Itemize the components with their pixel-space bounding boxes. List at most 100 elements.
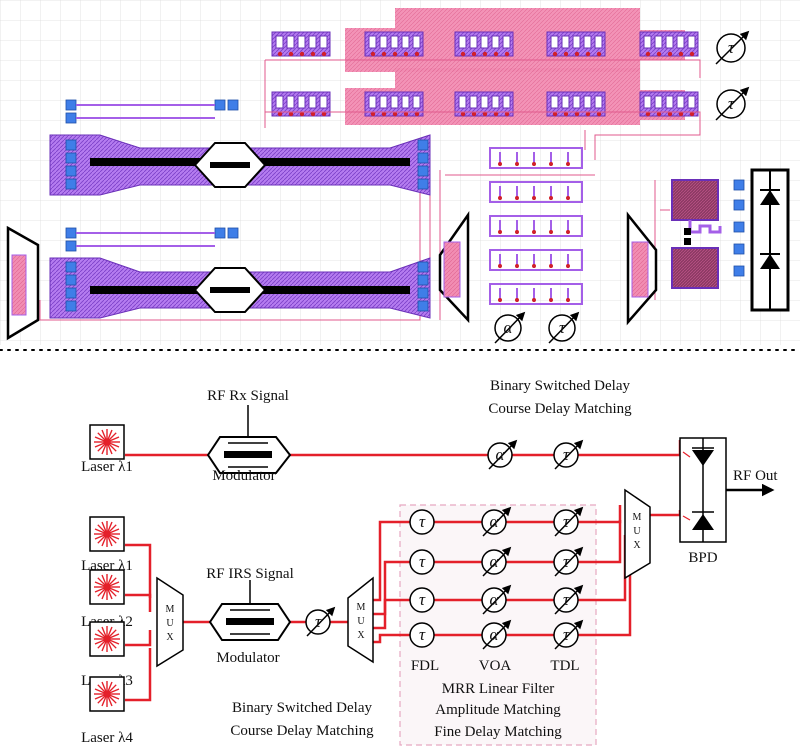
rf-rx-signal-label: RF Rx Signal: [207, 388, 289, 404]
bond-pad: [417, 274, 429, 286]
modulator-layout-2: [49, 257, 431, 319]
svg-text:M: M: [633, 512, 642, 523]
bond-pad: [65, 261, 77, 273]
bond-pad: [417, 165, 429, 177]
bond-pad: [65, 165, 77, 177]
mux-input: M U X: [156, 576, 184, 668]
tdl-label: TDL: [550, 658, 579, 674]
bond-pad: [65, 99, 77, 111]
mrr-cell: [271, 91, 331, 117]
course-delay-label-top: Course Delay Matching: [488, 401, 632, 417]
svg-text:α: α: [496, 445, 506, 464]
mrr-cell: [546, 91, 606, 117]
bond-pads: [65, 99, 745, 312]
center-mux-right-layout: [626, 211, 658, 326]
svg-text:τ: τ: [559, 318, 566, 337]
binary-switched-label-top: Binary Switched Delay: [490, 378, 630, 394]
mrr-amp-label: Amplitude Matching: [435, 702, 561, 718]
mrr-cell: [546, 31, 606, 57]
delay-line-column: [489, 147, 583, 305]
svg-text:X: X: [633, 540, 641, 551]
laser: Laser λ1: [81, 424, 133, 475]
rf-out-arrow: RF Out: [726, 468, 778, 497]
laser: Laser λ2: [81, 569, 133, 630]
delay-line: [489, 283, 583, 305]
svg-text:U: U: [357, 616, 365, 627]
laser-label: Laser λ4: [81, 730, 133, 746]
svg-text:α: α: [490, 625, 500, 644]
svg-text:τ: τ: [419, 625, 426, 644]
bond-pad: [65, 139, 77, 151]
layout-tdl-icon: τ: [548, 311, 580, 344]
mrr-fine-label: Fine Delay Matching: [434, 724, 562, 740]
demux-center: M U X: [347, 576, 374, 664]
course-delay-label-bottom: Course Delay Matching: [230, 723, 374, 739]
bond-pad: [733, 221, 745, 233]
rx-voa-icon: α: [487, 439, 518, 470]
bpd-layout: [671, 168, 790, 312]
mrr-cell: [364, 31, 424, 57]
irs-tdl-icon: τ: [305, 606, 336, 637]
modulator-rx-label: Modulator: [212, 468, 275, 484]
svg-text:τ: τ: [419, 552, 426, 571]
bond-pad: [214, 99, 226, 111]
bond-pad: [417, 287, 429, 299]
bond-pad: [417, 300, 429, 312]
modulator-irs: RF IRS Signal Modulator: [206, 566, 294, 666]
svg-text:τ: τ: [728, 38, 735, 57]
delay-line: [489, 215, 583, 237]
mrr-cell: [454, 91, 514, 117]
bond-pad: [65, 152, 77, 164]
layout-voa-icon: α: [494, 311, 526, 344]
svg-text:τ: τ: [315, 612, 322, 631]
chip-layout: τ τ: [0, 0, 800, 345]
bond-pad: [65, 240, 77, 252]
bond-pad: [65, 287, 77, 299]
svg-text:X: X: [166, 632, 174, 643]
laser-label: Laser λ1: [81, 459, 133, 475]
modulator-irs-label: Modulator: [216, 650, 279, 666]
svg-text:α: α: [504, 318, 514, 337]
svg-text:X: X: [357, 630, 365, 641]
rx-tdl-icon: τ: [553, 439, 584, 470]
bond-pad: [65, 178, 77, 190]
bpd: BPD: [679, 437, 727, 566]
mrr-bank-rows: [271, 31, 699, 117]
bond-pad: [733, 199, 745, 211]
bond-pad: [417, 152, 429, 164]
voa-label: VOA: [479, 658, 512, 674]
tunable-delay-icon-2: τ: [715, 86, 750, 121]
mrr-cell: [639, 91, 699, 117]
modulator-layout-1: [49, 134, 431, 196]
bond-pad: [65, 300, 77, 312]
bond-pad: [214, 227, 226, 239]
bond-pad: [227, 99, 239, 111]
svg-text:α: α: [490, 512, 500, 531]
tunable-delay-icon-1: τ: [715, 30, 750, 65]
bond-pad: [65, 227, 77, 239]
bond-pad: [733, 265, 745, 277]
mrr-cell: [639, 31, 699, 57]
svg-text:M: M: [166, 604, 175, 615]
bond-pad: [417, 261, 429, 273]
delay-line: [489, 147, 583, 169]
svg-text:τ: τ: [563, 445, 570, 464]
left-mux-layout: [6, 225, 40, 341]
bpd-label: BPD: [688, 550, 717, 566]
bond-pad: [733, 243, 745, 255]
binary-switched-label-bottom: Binary Switched Delay: [232, 700, 372, 716]
svg-text:U: U: [166, 618, 174, 629]
svg-text:τ: τ: [563, 552, 570, 571]
bond-pad: [65, 274, 77, 286]
laser: Laser λ4: [81, 676, 133, 746]
bond-pad: [417, 139, 429, 151]
svg-text:τ: τ: [419, 512, 426, 531]
bond-pad: [227, 227, 239, 239]
mrr-cell: [454, 31, 514, 57]
modulator-rx: RF Rx Signal Modulator: [206, 388, 292, 484]
